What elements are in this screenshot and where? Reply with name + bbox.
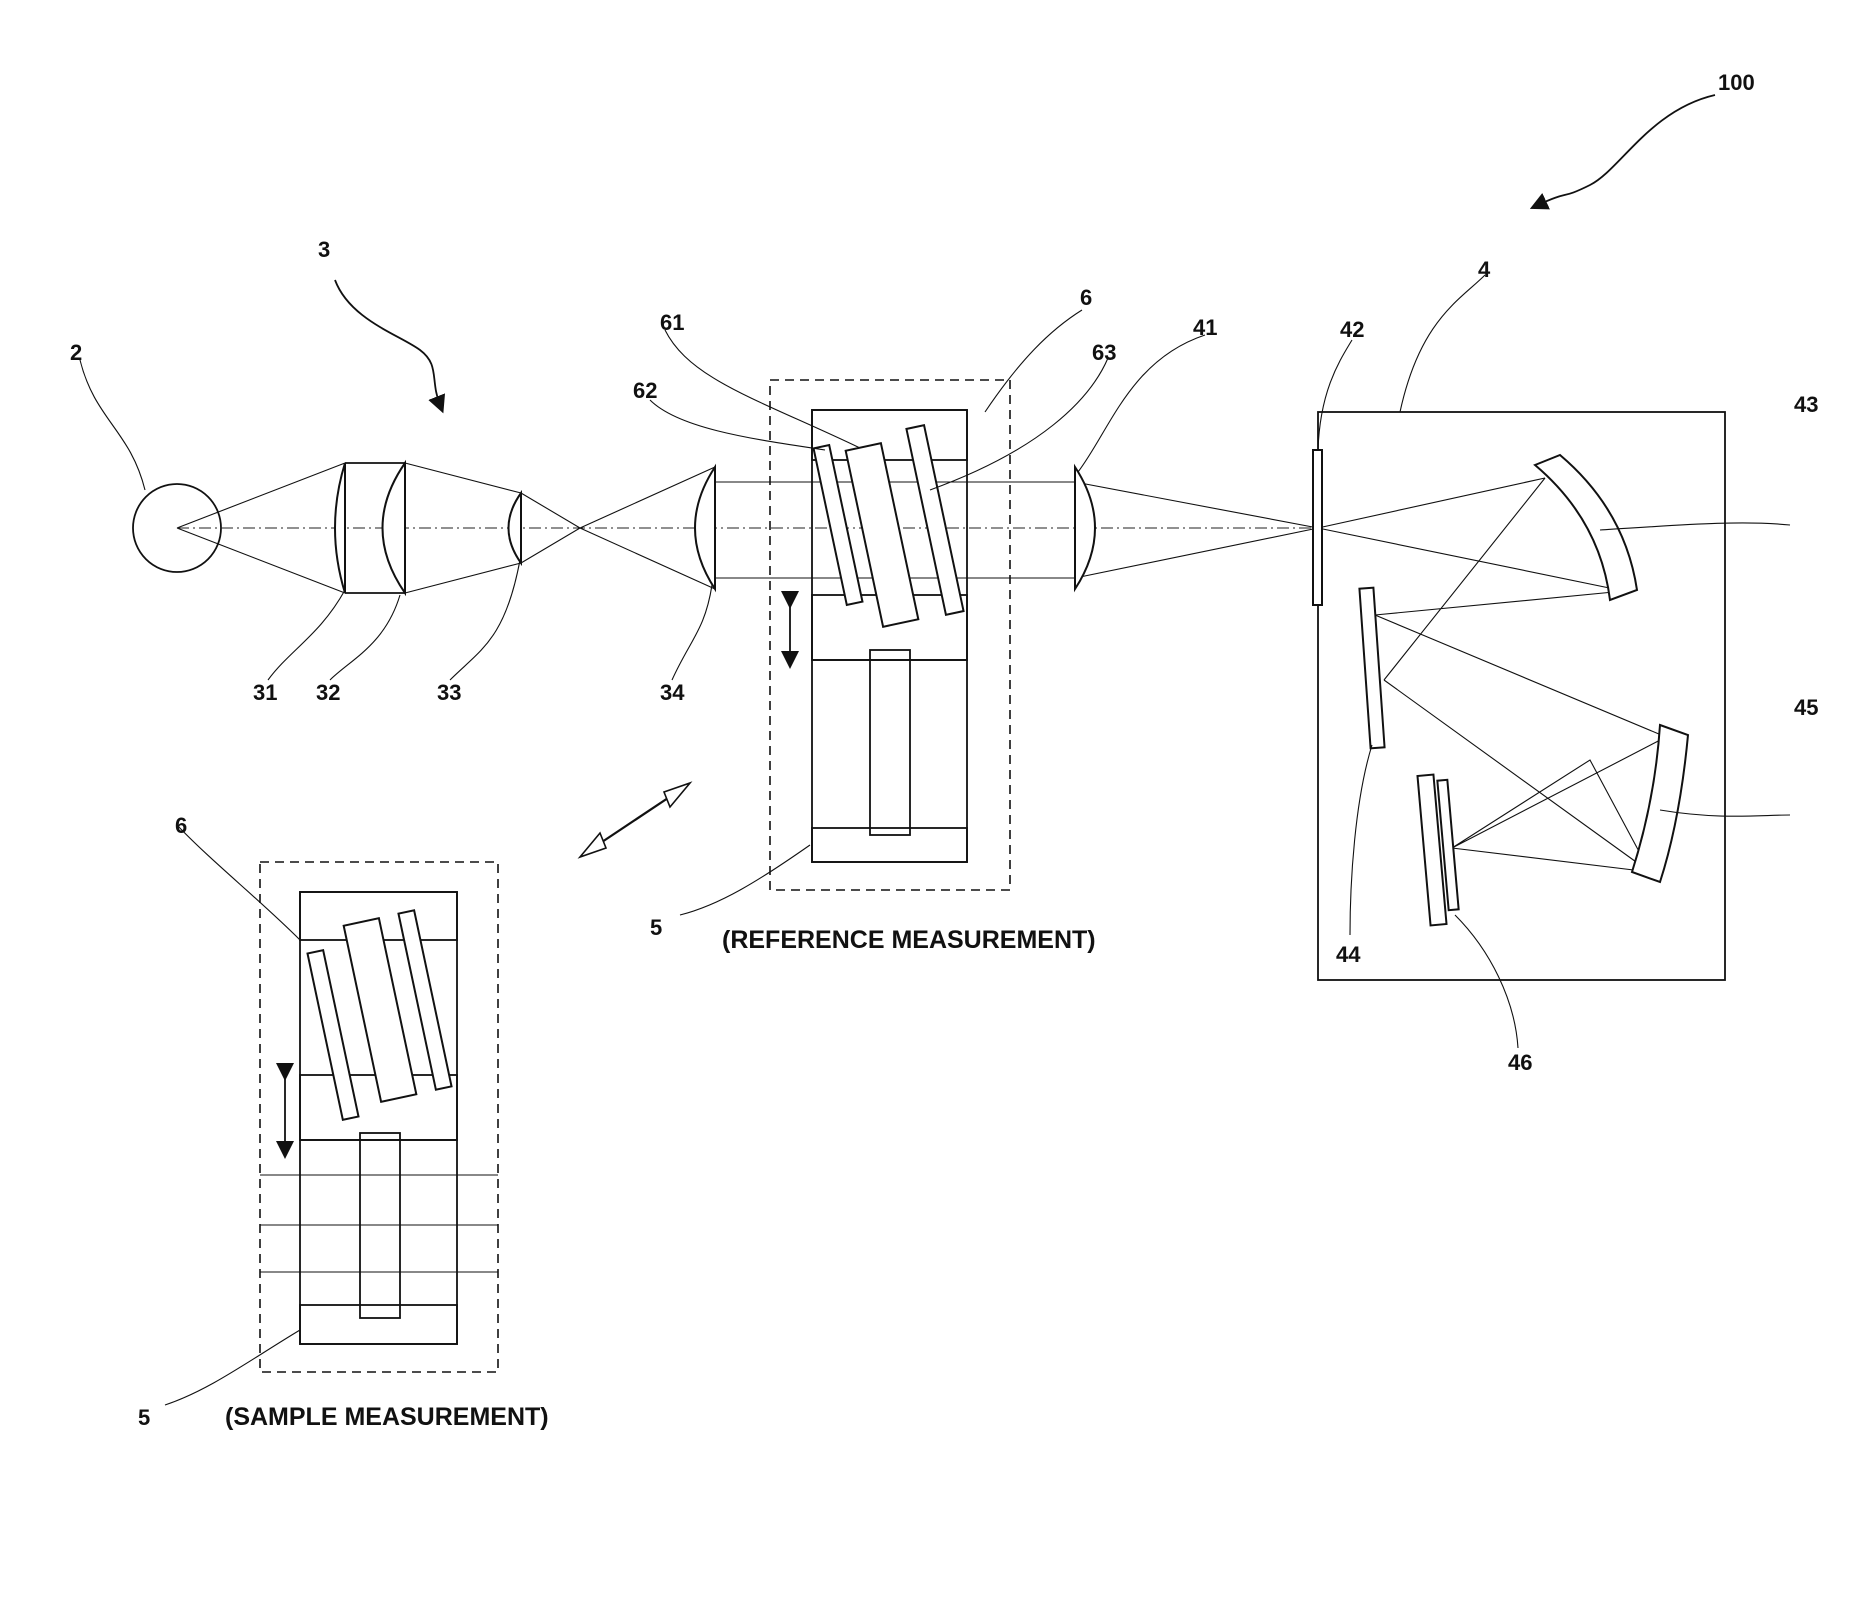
label-32: 32	[316, 680, 340, 705]
label-42: 42	[1340, 317, 1364, 342]
label-34: 34	[660, 680, 685, 705]
label-5-bottom: 5	[138, 1405, 150, 1430]
label-6-top: 6	[1080, 285, 1092, 310]
label-41: 41	[1193, 315, 1217, 340]
label-5-top: 5	[650, 915, 662, 940]
lens-31	[335, 463, 345, 593]
lens-34	[695, 467, 715, 589]
label-31: 31	[253, 680, 277, 705]
label-6-bottom: 6	[175, 813, 187, 838]
label-46: 46	[1508, 1050, 1532, 1075]
label-3: 3	[318, 237, 330, 262]
label-33: 33	[437, 680, 461, 705]
mirror-45	[1632, 725, 1688, 882]
lens-33	[509, 493, 522, 563]
reference-numerals: 100 3 2 31 32 33 34 4 42 41 6 61 62 63 4…	[70, 70, 1818, 1430]
mirror-43	[1535, 455, 1637, 600]
label-45: 45	[1794, 695, 1818, 720]
label-43: 43	[1794, 392, 1818, 417]
label-44: 44	[1336, 942, 1361, 967]
label-61: 61	[660, 310, 684, 335]
label-4: 4	[1478, 257, 1491, 282]
leader-lines	[80, 95, 1790, 1405]
swap-arrow	[580, 783, 690, 857]
label-62: 62	[633, 378, 657, 403]
caption-sample-measurement: (SAMPLE MEASUREMENT)	[225, 1403, 549, 1431]
mirror-44	[1359, 588, 1384, 749]
detector-46	[1417, 775, 1458, 926]
label-63: 63	[1092, 340, 1116, 365]
label-2: 2	[70, 340, 82, 365]
caption-reference-measurement: (REFERENCE MEASUREMENT)	[722, 926, 1096, 954]
filter-unit-sample	[260, 862, 498, 1372]
slit-42	[1313, 450, 1322, 605]
label-100: 100	[1718, 70, 1755, 95]
filter-unit-reference	[770, 380, 1010, 890]
